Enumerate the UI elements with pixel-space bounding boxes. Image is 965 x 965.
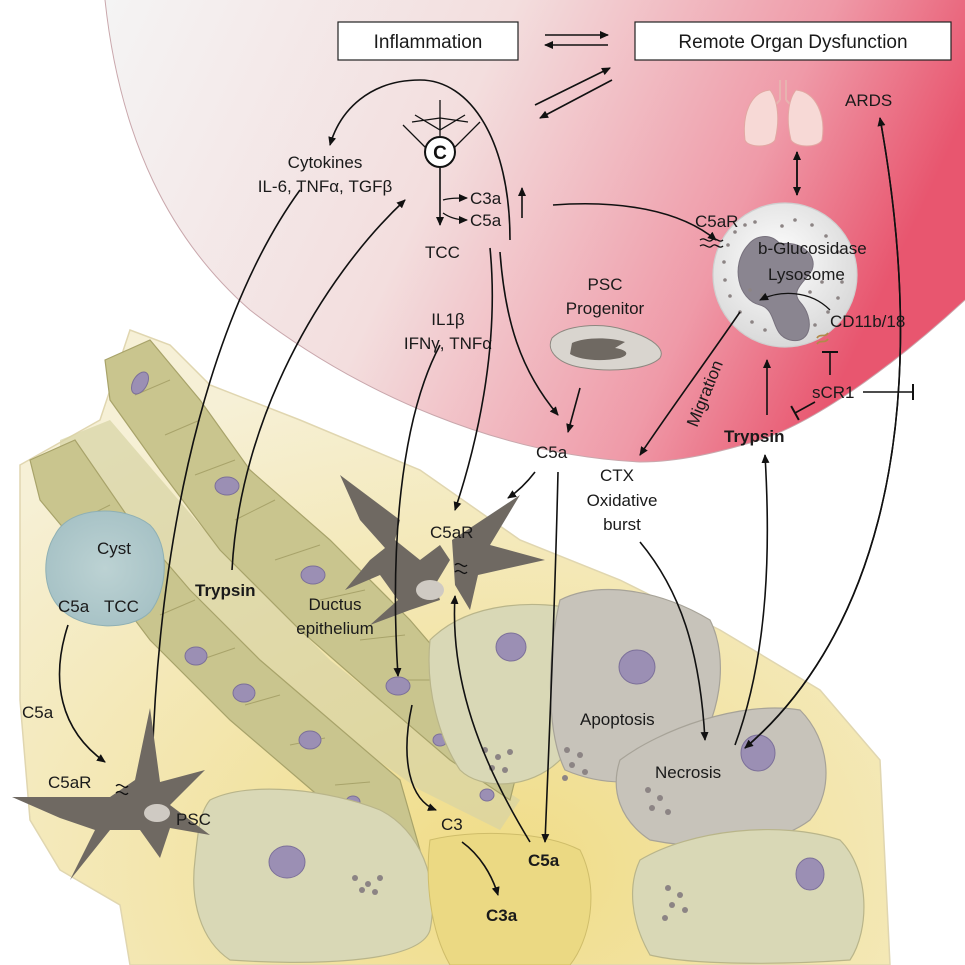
remote-organ-label: Remote Organ Dysfunction — [678, 32, 907, 53]
c5ar-left-label: C5aR — [48, 773, 91, 792]
ductus-label-1: Ductus — [309, 595, 362, 614]
zymogen-granules — [352, 747, 688, 921]
c3-label: C3 — [441, 815, 463, 834]
acinar-nucleus — [495, 632, 527, 662]
psc-progenitor-line2: Progenitor — [566, 299, 645, 318]
inflammation-label: Inflammation — [374, 32, 483, 53]
inflammation-box: Inflammation — [337, 21, 519, 61]
psc-progenitor-line1: PSC — [588, 275, 623, 294]
oxidative-label-2: burst — [603, 515, 641, 534]
trypsin-left-label: Trypsin — [195, 581, 255, 600]
stellate-cell-mid — [340, 475, 545, 625]
c5a-mid-label: C5a — [536, 443, 568, 462]
duct-nucleus — [479, 788, 495, 802]
cyst — [45, 510, 165, 627]
tcc-top-label: TCC — [425, 243, 460, 262]
duct-nucleus — [130, 371, 150, 395]
c3a-bottom-label: C3a — [486, 906, 518, 925]
ctx-label: CTX — [600, 466, 634, 485]
scr1-label: sCR1 — [812, 383, 855, 402]
remote-organ-box: Remote Organ Dysfunction — [634, 21, 952, 61]
cytokines-title: Cytokines — [288, 153, 363, 172]
c5ar-mid-label: C5aR — [430, 523, 473, 542]
acinar-nucleus — [268, 845, 306, 879]
duct-nucleus — [298, 730, 322, 750]
cyst-c5a-label: C5a — [58, 597, 90, 616]
apoptosis-label: Apoptosis — [580, 710, 655, 729]
equilibrium-arrows — [534, 31, 613, 119]
lysosome-label: Lysosome — [768, 265, 845, 284]
ductus-label-2: epithelium — [296, 619, 374, 638]
b-glucosidase-label: b-Glucosidase — [758, 239, 867, 258]
acinar-nucleus — [618, 649, 656, 685]
ards-label: ARDS — [845, 91, 892, 110]
duct-nucleus — [214, 476, 240, 496]
trypsin-right-label: Trypsin — [724, 427, 784, 446]
lungs-icon — [743, 80, 824, 147]
c5a-top-label: C5a — [470, 211, 502, 230]
cyst-tcc-label: TCC — [104, 597, 139, 616]
il1b-label: IL1β — [431, 310, 465, 329]
complement-c-label: C — [433, 143, 447, 164]
cd11b18-label: CD11b/18 — [830, 312, 905, 331]
duct-nucleus — [385, 676, 411, 696]
psc-label: PSC — [176, 810, 211, 829]
cytokines-list: IL-6, TNFα, TGFβ — [258, 177, 393, 196]
duct-nucleus — [184, 646, 208, 666]
c5ar-top-label: C5aR — [695, 212, 738, 231]
acinar-nucleus — [740, 734, 776, 772]
acinar-nucleus — [795, 857, 825, 891]
c5a-left-label: C5a — [22, 703, 54, 722]
necrosis-label: Necrosis — [655, 763, 721, 782]
complement-symbol: C — [402, 100, 481, 168]
cyst-label: Cyst — [97, 539, 131, 558]
acinar-cells — [193, 589, 865, 965]
duct-nucleus — [300, 565, 326, 585]
psc-stellate-cell — [12, 708, 210, 880]
duct-nucleus — [232, 683, 256, 703]
c5a-bottom-label: C5a — [528, 851, 560, 870]
c3a-top-label: C3a — [470, 189, 502, 208]
neutrophil — [699, 202, 858, 348]
oxidative-label-1: Oxidative — [587, 491, 658, 510]
psc-progenitor-cell — [549, 325, 662, 371]
ifn-tnf-label: IFNγ, TNFα — [404, 334, 492, 353]
